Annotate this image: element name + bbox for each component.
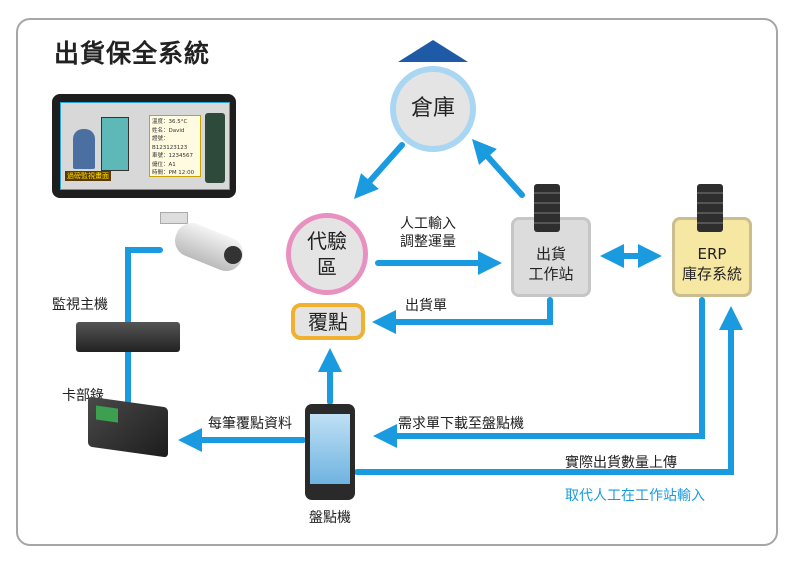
edge-label: 人工輸入	[400, 216, 456, 232]
station-label: 工作站	[528, 265, 574, 283]
dvr-icon	[76, 322, 180, 352]
person-icon	[73, 129, 95, 169]
erp-node: ERP 庫存系統	[672, 217, 752, 297]
erp-label: ERP	[697, 245, 727, 263]
handheld-label: 盤點機	[309, 510, 351, 526]
replace-label: 取代人工在工作站輸入	[565, 488, 705, 504]
handheld-icon	[305, 404, 355, 500]
monitor-line: 溫度：36.5°C	[152, 119, 188, 125]
warehouse-roof-icon	[398, 40, 468, 68]
warehouse-node: 倉庫	[390, 66, 476, 152]
manual-input-label: 人工輸入 調整運量	[400, 215, 456, 251]
station-label: 出貨	[535, 245, 566, 263]
erp-label: 庫存系統	[681, 265, 742, 283]
monitor-line: 車號：1234567	[152, 153, 193, 159]
monitor-caption: 過磅監視畫面	[65, 171, 111, 181]
server-icon	[534, 184, 560, 232]
door-icon	[101, 117, 129, 171]
camera-icon	[158, 212, 248, 276]
inspection-label: 區	[317, 255, 337, 279]
recount-data-label: 每筆覆點資料	[208, 416, 292, 432]
diagram-frame	[16, 18, 778, 546]
edge-label: 調整運量	[400, 234, 456, 250]
warehouse-label: 倉庫	[410, 96, 455, 121]
dvr-label: 監視主機	[52, 297, 108, 313]
shipping-order-label: 出貨單	[405, 298, 447, 314]
recount-label: 覆點	[308, 309, 348, 334]
upload-label: 實際出貨數量上傳	[565, 455, 677, 471]
monitor-line: 儲位：A1	[152, 161, 176, 168]
server-icon	[697, 184, 723, 232]
monitor-line: 時間：PM 12:00	[152, 170, 195, 176]
monitor-line: 證號：B123123123	[152, 136, 188, 151]
arrow-station-to-recount	[372, 297, 553, 334]
arrow-station-to-warehouse	[472, 139, 525, 198]
monitor-line: 姓名：David	[152, 127, 185, 134]
inspection-label: 代驗	[307, 229, 347, 253]
arrow-erp-to-handheld	[373, 297, 705, 448]
arrow-handheld-to-erp	[354, 306, 743, 475]
monitor-image: 溫度：36.5°C 姓名：David 證號：B123123123 車號：1234…	[52, 94, 236, 198]
diagram-title: 出貨保全系統	[54, 39, 211, 68]
inspection-node: 代驗 區	[286, 213, 368, 295]
download-label: 需求單下載至盤點機	[398, 416, 524, 432]
recount-node: 覆點	[291, 303, 365, 340]
arrow-warehouse-to-inspection	[354, 142, 405, 199]
